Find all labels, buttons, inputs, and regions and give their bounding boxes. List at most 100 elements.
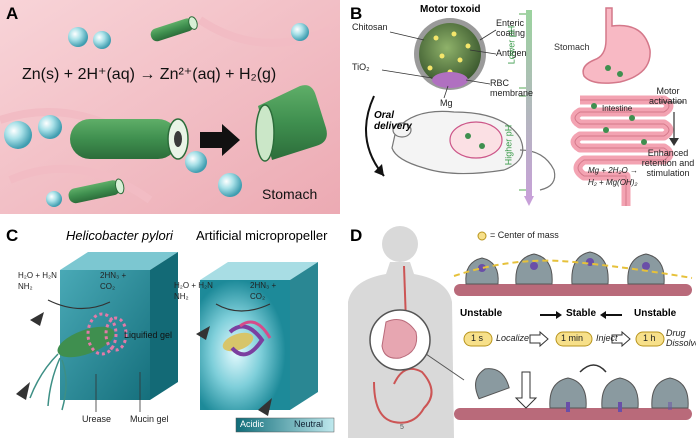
hydrogen-bubble (291, 23, 309, 41)
inject-label: Inject (596, 333, 618, 343)
time-1min-label: 1 min (561, 333, 584, 343)
hydrogen-bubble (68, 27, 88, 47)
time-box-1s (463, 331, 493, 347)
central-micromotor (70, 118, 189, 160)
legend-neutral-label: Neutral (294, 419, 324, 429)
gi-tract-illustration (570, 7, 674, 206)
urease-label: Urease (82, 414, 112, 424)
h-pylori-bacterium (29, 326, 115, 411)
motor-toxoid-title: Motor toxoid (420, 4, 481, 15)
hydrogen-bubble (4, 121, 32, 149)
urea-reaction-arrow (215, 303, 271, 312)
micropropeller (222, 320, 272, 357)
panel-a: A Zn(s) + 2H⁺(aq) → Zn²⁺(aq) + H₂(g) Sto… (0, 0, 340, 214)
left-urea-products: 2HN₃ + CO₂ (100, 271, 127, 291)
panel-a-art (0, 0, 340, 214)
enteric-coating-label: Enteric coating (496, 18, 526, 38)
enhanced-arrowhead (669, 138, 679, 146)
ph-legend-bar (235, 417, 335, 433)
micropropeller-title: Artificial micropropeller (196, 228, 328, 243)
hydrogen-bubble (185, 151, 207, 173)
oral-delivery-arrowhead (374, 164, 384, 176)
time-1h-label: 1 h (643, 333, 656, 343)
progress-arrow (200, 124, 240, 156)
panel-b: B Motor toxoid Chitosan Enteric coating … (344, 0, 696, 214)
magnified-stomach (381, 319, 418, 359)
localize-label: Localize (496, 333, 530, 343)
panel-d-art (348, 226, 693, 438)
liquified-region-left (86, 312, 128, 356)
zoom-line (425, 353, 465, 381)
motion-arrow (196, 326, 210, 340)
motor-activation-label: Motor activation (648, 86, 688, 106)
panel-label-b: B (350, 4, 363, 23)
center-of-mass-label: = Center of mass (490, 230, 559, 240)
oral-delivery-label: Oral delivery (374, 110, 412, 132)
small-mark-label: 5 (400, 424, 404, 431)
hydrogen-bubble (46, 191, 62, 207)
oral-delivery-arrow (365, 95, 385, 177)
enhanced-retention-label: Enhanced retention and stimulation (641, 148, 695, 178)
ph-gradient-bar (526, 10, 532, 200)
panel-c-art (16, 252, 335, 433)
drop-arrow (514, 371, 538, 409)
motion-arrow (30, 312, 44, 326)
panel-b-art (365, 7, 684, 206)
panel-label-a: A (6, 4, 19, 23)
liquified-gel-label: Liquified gel (124, 330, 173, 340)
tissue-strip-bottom (454, 408, 692, 420)
step-arrow (611, 330, 631, 348)
panel-d: D = Center of mass Unstable Stable Unsta… (344, 222, 696, 438)
hydrogen-bubble (38, 115, 62, 139)
hydrogen-bubble (218, 173, 242, 197)
capsule-tips-top (478, 258, 650, 272)
motion-arrow (258, 398, 272, 416)
urea-reaction-arrow (47, 299, 111, 310)
higher-ph-label: Higher pH (503, 124, 514, 166)
drug-dissolves-label: Drug Dissolves (666, 328, 696, 348)
lower-ph-label: Lower pH (506, 25, 517, 65)
time-1s-label: 1 s (471, 333, 484, 343)
mg-label: Mg (440, 98, 453, 108)
mucin-gel-label: Mucin gel (130, 414, 169, 424)
h-pylori-title: Helicobacter pylori (66, 228, 173, 243)
antigen-label: Antigen (496, 48, 527, 58)
hydrogen-bubble (93, 31, 111, 49)
antigen-dots (427, 31, 471, 75)
right-urea-reactants: H₂O + H₂N NH₂ (174, 281, 213, 301)
zn-reaction-equation: Zn(s) + 2H⁺(aq) → Zn²⁺(aq) + H₂(g) (22, 66, 277, 83)
small-micromotor-top (150, 16, 198, 42)
unstable-left-label: Unstable (460, 308, 503, 319)
small-micromotor-bottom (68, 178, 125, 204)
mouse-illustration (391, 110, 556, 191)
right-urea-products: 2HN₃ + CO₂ (250, 281, 277, 301)
stable-label: Stable (566, 308, 597, 319)
left-urea-reactants: H₂O + H₂N NH₂ (18, 271, 57, 291)
panel-label-c: C (6, 226, 19, 245)
panel-c: C Helicobacter pylori Artificial micropr… (0, 222, 340, 438)
tissue-strip-top (454, 284, 692, 296)
stomach-organ-label: Stomach (554, 42, 590, 52)
panel-label-d: D (350, 226, 363, 245)
capsule-row-top (465, 251, 665, 285)
embedded-micromotor (255, 85, 327, 162)
center-of-mass-path (453, 259, 693, 279)
capsule-needles-bottom (566, 402, 672, 412)
legend-acidic-label: Acidic (240, 419, 265, 429)
mg-core (432, 72, 468, 88)
capsule-row-bottom (475, 368, 689, 409)
center-of-mass-marker (477, 231, 487, 241)
chitosan-label: Chitosan (352, 22, 388, 32)
mg-reaction-line-1: Mg + 2H₂O → (588, 166, 638, 175)
rotation-arrow (579, 364, 607, 373)
motion-arrow (16, 382, 30, 400)
ph-bar-arrow (524, 196, 534, 206)
stomach-label: Stomach (262, 186, 318, 202)
step-arrow (529, 330, 549, 348)
unstable-right-label: Unstable (634, 308, 677, 319)
time-box-1h (635, 331, 665, 347)
toxoid-leader-lines (381, 29, 497, 99)
mg-reaction-line-2: H₂ + Mg(OH)₂ (588, 178, 638, 187)
time-box-1min (555, 331, 593, 347)
